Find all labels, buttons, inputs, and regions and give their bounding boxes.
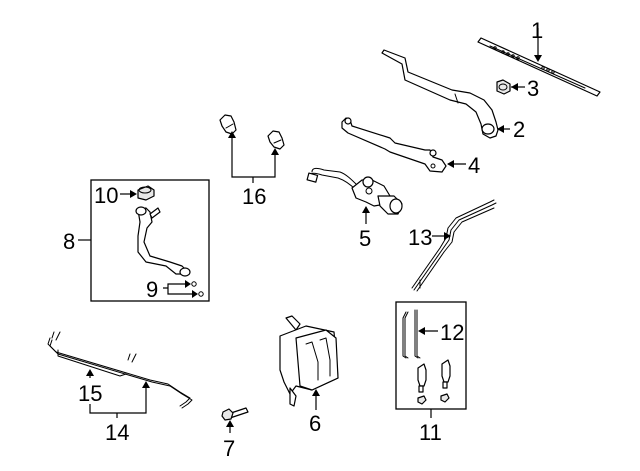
callout-label-11: 11	[419, 420, 442, 445]
callout-3: 3	[511, 76, 539, 101]
callout-2: 2	[497, 117, 525, 142]
reservoir-bolt[interactable]	[221, 407, 249, 421]
wiper-linkage[interactable]	[341, 117, 447, 173]
washer-nozzles[interactable]	[219, 114, 285, 150]
arm-nut[interactable]	[496, 79, 511, 95]
callout-9: 9	[146, 277, 198, 302]
callout-label-7: 7	[223, 436, 235, 461]
washer-hose[interactable]	[411, 199, 497, 292]
callout-label-3: 3	[527, 76, 539, 101]
callout-label-14: 14	[105, 420, 129, 445]
callout-label-6: 6	[309, 411, 321, 436]
callout-label-10: 10	[94, 183, 118, 208]
callout-5: 5	[359, 206, 371, 251]
callout-label-9: 9	[146, 277, 158, 302]
callout-label-8: 8	[63, 229, 75, 254]
callout-label-1: 1	[531, 18, 543, 43]
callout-12: 12	[418, 320, 464, 345]
callout-label-4: 4	[468, 153, 480, 178]
wiper-arm[interactable]	[381, 49, 499, 139]
wiper-motor[interactable]	[306, 167, 403, 215]
pump-hoses[interactable]	[402, 309, 421, 359]
callout-label-13: 13	[408, 225, 432, 250]
callout-16: 16	[228, 131, 279, 209]
washer-pumps[interactable]	[417, 359, 451, 405]
callout-13: 13	[408, 225, 451, 250]
washer-reservoir[interactable]	[279, 315, 339, 407]
callout-11: 11	[419, 409, 442, 445]
callout-label-16: 16	[242, 184, 266, 209]
callout-6: 6	[309, 389, 321, 436]
callout-1: 1	[531, 18, 543, 62]
washer-hose-assembly[interactable]	[47, 331, 193, 409]
callout-label-15: 15	[78, 381, 102, 406]
callout-label-2: 2	[513, 117, 525, 142]
callout-4: 4	[447, 153, 480, 178]
callout-14: 14	[89, 381, 150, 445]
filler-cap[interactable]	[137, 185, 155, 201]
filler-neck-clamps[interactable]	[191, 281, 204, 297]
callout-15: 15	[78, 369, 102, 406]
callout-label-5: 5	[359, 226, 371, 251]
pump-kit-box	[395, 301, 467, 410]
callout-label-12: 12	[440, 320, 464, 345]
callout-8: 8	[63, 229, 91, 254]
callout-10: 10	[94, 183, 137, 208]
callout-7: 7	[223, 420, 235, 461]
filler-neck[interactable]	[135, 206, 191, 277]
wiper-blade[interactable]	[477, 37, 601, 97]
